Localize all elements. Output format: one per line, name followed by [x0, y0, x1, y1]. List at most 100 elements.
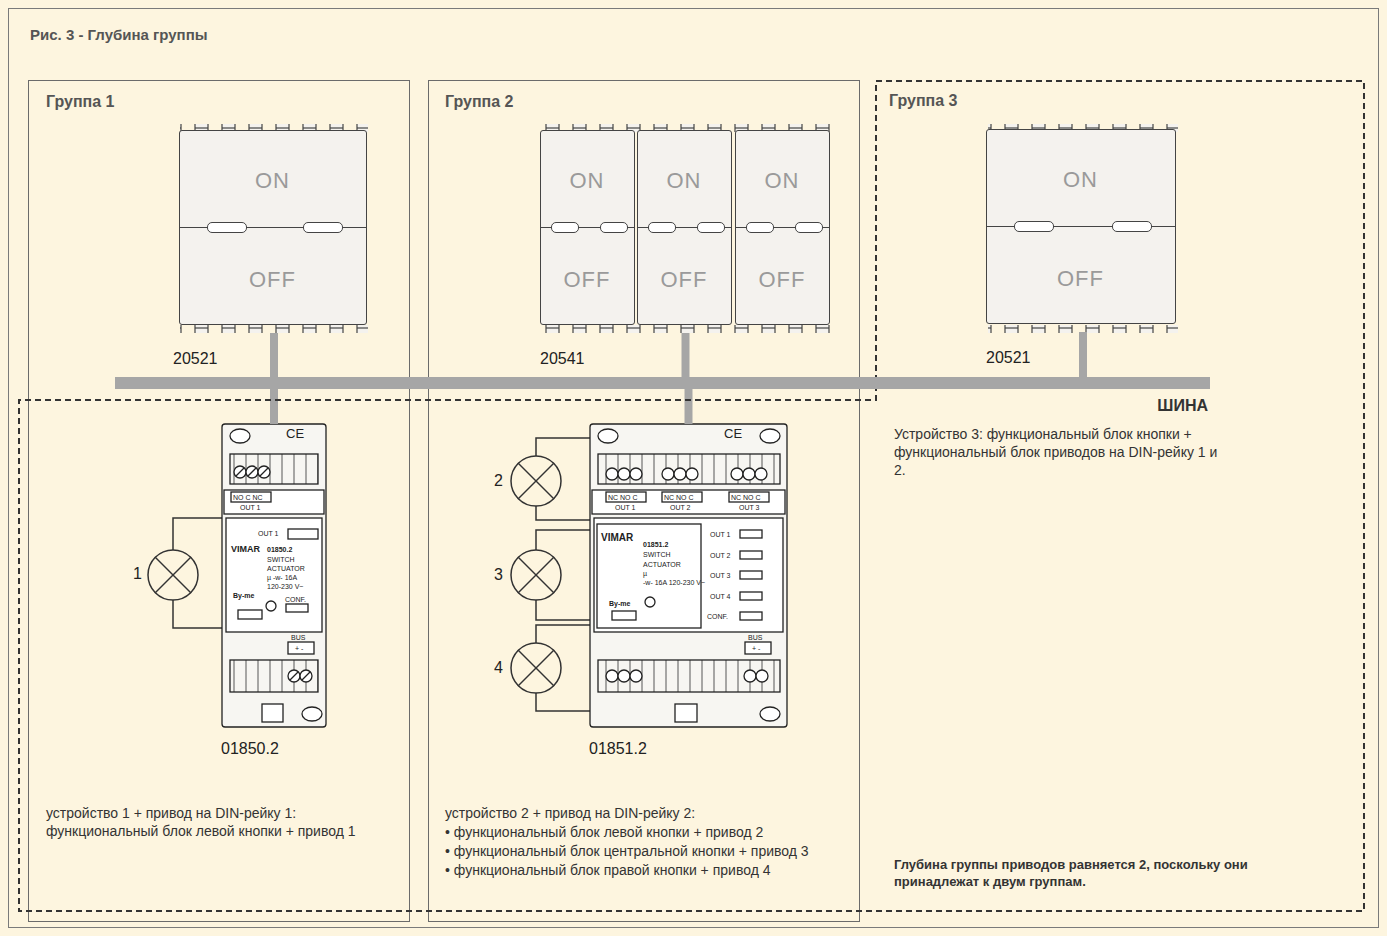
device-marking: OUT 2 [710, 552, 731, 559]
callout-number: 3 [494, 567, 503, 583]
rocker-pivot [697, 222, 725, 233]
device-marking: OUT 1 [240, 504, 261, 511]
device-marking: 01851.2 [643, 541, 668, 548]
bus-connection [1079, 332, 1087, 377]
button-label: ON [180, 167, 365, 196]
rocker-pivot [795, 222, 823, 233]
button-label: ON [638, 167, 730, 196]
device-marking: NC NO C [608, 494, 638, 501]
device-marking: VIMAR [601, 533, 633, 543]
description: • функциональный блок левой кнопки + при… [445, 823, 855, 841]
rocker-button: ON OFF [540, 130, 635, 325]
button-label: OFF [987, 265, 1174, 294]
device-marking: BUS [748, 634, 762, 641]
device-marking: CE [724, 427, 742, 440]
rocker-pivot [1112, 221, 1152, 232]
rocker-pivot [1014, 221, 1054, 232]
callout-number: 2 [494, 473, 503, 489]
lamp-wiring [148, 438, 590, 711]
group-heading: Группа 3 [889, 91, 1189, 112]
button-label: OFF [638, 266, 730, 295]
rocker-button: ON OFF [637, 130, 732, 325]
rocker-button: ON OFF [986, 129, 1176, 324]
device-marking: ACTUATOR [643, 561, 681, 568]
figure-title: Рис. 3 - Глубина группы [30, 26, 208, 43]
description: • функциональный блок правой кнопки + пр… [445, 861, 855, 879]
group-heading: Группа 2 [445, 92, 745, 113]
part-number: 01851.2 [589, 739, 709, 760]
rocker-pivot [207, 222, 247, 233]
din-actuator-2 [590, 424, 787, 727]
frame [9, 9, 1379, 928]
device-marking: OUT 1 [615, 504, 636, 511]
rocker-button: ON OFF [735, 130, 830, 325]
device-marking: -w- 16A 120-230 V~ [643, 579, 705, 586]
device-marking: ACTUATOR [267, 565, 305, 572]
rocker-pivot [648, 222, 676, 233]
keypad: 20521ONOFF [178, 124, 370, 333]
device-marking: NC NO C [731, 494, 761, 501]
device-marking: SWITCH [267, 556, 295, 563]
button-label: OFF [180, 266, 365, 295]
button-label: ON [541, 167, 633, 196]
bus-connection [270, 389, 278, 424]
bus-connection [682, 333, 690, 377]
device-marking: 120-230 V~ [267, 583, 303, 590]
device-marking: OUT 1 [258, 530, 279, 537]
device-marking: CE [286, 427, 304, 440]
device-marking: µ -w- 16A [267, 574, 297, 581]
device-marking: OUT 3 [739, 504, 760, 511]
device-marking: OUT 1 [710, 531, 731, 538]
description: устройство 1 + привод на DIN-рейку 1: фу… [46, 804, 404, 840]
device-marking: By-me [609, 600, 630, 607]
group-box: Группа 2 устройство 2 + привод на DIN-рей… [428, 80, 860, 922]
din-actuator-1 [222, 424, 326, 727]
part-number: 20541 [540, 349, 660, 370]
button-label: ON [987, 166, 1174, 195]
device-marking: µ [643, 570, 647, 577]
description: Устройство 3: функциональный блок кнопки… [894, 425, 1220, 480]
device-marking: OUT 3 [710, 572, 731, 579]
bus-label: ШИНА [1060, 396, 1208, 417]
bus-line: ШИНА [115, 377, 1210, 389]
bus-connection [270, 333, 278, 377]
keypad: 20541ONOFFONOFFONOFF [539, 124, 832, 333]
part-number: 01850.2 [221, 739, 341, 760]
part-number: 20521 [173, 349, 293, 370]
rocker-button: ON OFF [179, 130, 367, 325]
device-marking: SWITCH [643, 551, 671, 558]
device-marking: By-me [233, 592, 254, 599]
description: Глубина группы приводов равняется 2, пос… [894, 857, 1274, 891]
device-marking: OUT 2 [670, 504, 691, 511]
button-label: OFF [736, 266, 828, 295]
button-label: ON [736, 167, 828, 196]
device-marking: BUS [291, 634, 305, 641]
button-label: OFF [541, 266, 633, 295]
device-marking: OUT 4 [710, 593, 731, 600]
group-heading: Группа 1 [46, 92, 346, 113]
device-marking: CONF. [707, 613, 728, 620]
description: • функциональный блок центральной кнопки… [445, 842, 855, 860]
callout-number: 4 [494, 660, 503, 676]
device-marking: 01850.2 [267, 546, 292, 553]
keypad-frames [180, 124, 1178, 333]
din-actuator: 01851.2 [590, 424, 787, 727]
device-marking: NC NO C [664, 494, 694, 501]
description: устройство 2 + привод на DIN-рейку 2: [445, 804, 855, 822]
group-box: Группа 1 устройство 1 + привод на DIN-рей… [28, 80, 410, 922]
rocker-pivot [551, 222, 579, 233]
part-number: 20521 [986, 348, 1106, 369]
keypad: 20521ONOFF [985, 123, 1181, 332]
callout-number: 1 [133, 566, 142, 582]
rocker-pivot [303, 222, 343, 233]
device-marking: + - [752, 645, 760, 652]
device-marking: NO C NC [233, 494, 263, 501]
bus-connection [685, 389, 693, 424]
device-marking: CONF. [285, 596, 306, 603]
rocker-pivot [746, 222, 774, 233]
rocker-pivot [600, 222, 628, 233]
device-marking: + - [295, 645, 303, 652]
device-marking: VIMAR [231, 545, 260, 554]
